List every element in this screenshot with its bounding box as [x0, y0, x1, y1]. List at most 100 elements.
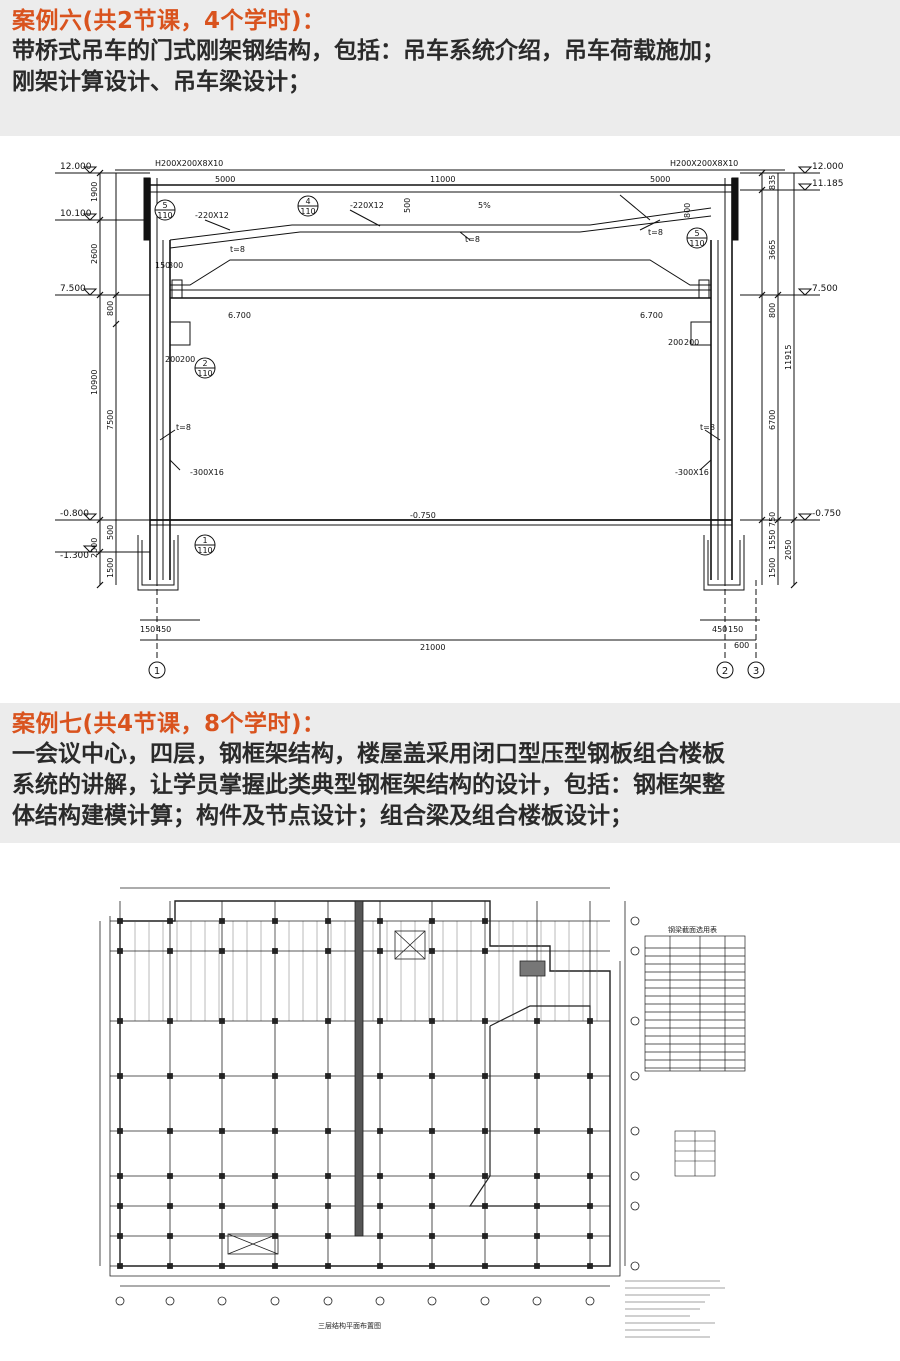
axis-bubble	[630, 1201, 640, 1211]
dim-right-5: 6700	[768, 410, 777, 430]
thickness-label-2: t=8	[465, 235, 480, 244]
elev-left-4: -0.800	[60, 509, 89, 519]
thickness-label-5: t=8	[700, 423, 715, 432]
axis-bubble-2: 2	[716, 661, 734, 679]
steel-column	[429, 1073, 435, 1079]
svg-text:2: 2	[202, 359, 207, 368]
total-span-label: 21000	[420, 643, 445, 652]
case7-desc-line3: 体结构建模计算；构件及节点设计；组合梁及组合楼板设计；	[12, 803, 633, 829]
floor-elev-label: -0.750	[410, 511, 436, 520]
axis-bubble	[270, 1296, 280, 1306]
steel-column	[117, 1128, 123, 1134]
steel-column	[429, 948, 435, 954]
crane-elev-right: 6.700	[640, 311, 663, 320]
plate-label-2: -220X12	[350, 201, 384, 210]
steel-column	[272, 1073, 278, 1079]
steel-column	[377, 1233, 383, 1239]
steel-column	[377, 948, 383, 954]
steel-column	[587, 1233, 593, 1239]
svg-text:3: 3	[753, 666, 759, 677]
steel-column	[482, 1233, 488, 1239]
case6-title: 案例六(共2节课，4个学时)：	[12, 8, 326, 34]
small-dim-6: 200	[684, 338, 699, 347]
steel-column	[272, 918, 278, 924]
slope-label: 5%	[478, 201, 491, 210]
steel-column	[325, 1173, 331, 1179]
steel-column	[429, 1173, 435, 1179]
small-dim-7: 500	[403, 198, 412, 213]
axis-bubble	[217, 1296, 227, 1306]
svg-text:4: 4	[305, 197, 310, 206]
axis-bubble	[630, 1016, 640, 1026]
steel-column	[482, 1128, 488, 1134]
axis-bubble	[585, 1296, 595, 1306]
steel-column	[482, 918, 488, 924]
elev-right-3: 7.500	[812, 284, 838, 294]
svg-text:110: 110	[157, 211, 172, 220]
steel-column	[167, 948, 173, 954]
steel-column	[117, 1263, 123, 1269]
steel-column	[167, 1073, 173, 1079]
steel-column	[117, 1203, 123, 1209]
case7-desc-line1: 一会议中心，四层，钢框架结构，楼屋盖采用闭口型压型钢板组合楼板	[12, 741, 725, 767]
svg-text:110: 110	[197, 369, 212, 378]
axis-bubble	[630, 1261, 640, 1271]
dim-top-3: 5000	[650, 175, 670, 184]
plan-title: 三层结构平面布置图	[318, 1321, 381, 1330]
svg-text:1: 1	[202, 536, 207, 545]
steel-column	[167, 1203, 173, 1209]
small-dim-2: 300	[168, 261, 183, 270]
dim-right-9: 1500	[768, 558, 777, 578]
axis-bubble	[375, 1296, 385, 1306]
steel-column	[534, 1073, 540, 1079]
svg-text:110: 110	[197, 546, 212, 555]
steel-column	[377, 1203, 383, 1209]
axis-bubble	[115, 1296, 125, 1306]
small-dim-5: 200	[668, 338, 683, 347]
steel-column	[117, 948, 123, 954]
axis-bubble	[165, 1296, 175, 1306]
steel-column	[219, 1173, 225, 1179]
steel-column	[272, 1173, 278, 1179]
small-dim-1: 150	[155, 261, 170, 270]
plate-label-3: -300X16	[190, 468, 224, 477]
axis-bubble	[630, 1126, 640, 1136]
steel-column	[219, 1018, 225, 1024]
axis-bubble	[630, 946, 640, 956]
thickness-label-1: t=8	[230, 245, 245, 254]
left-section-label: H200X200X8X10	[155, 159, 223, 168]
steel-column	[167, 918, 173, 924]
steel-column	[167, 1173, 173, 1179]
elev-right-2: 11.185	[812, 179, 844, 189]
steel-column	[429, 1203, 435, 1209]
steel-column	[534, 1173, 540, 1179]
plate-label-4: -300X16	[675, 468, 709, 477]
portal-frame-drawing: 12.000 10.100 7.500 -0.800 -1.300 12.000…	[0, 140, 900, 695]
steel-column	[117, 918, 123, 924]
case7-panel: 案例七(共4节课，8个学时)： 一会议中心，四层，钢框架结构，楼屋盖采用闭口型压…	[0, 703, 900, 843]
case6-desc-line2: 刚架计算设计、吊车梁设计；	[12, 69, 311, 95]
steel-column	[325, 918, 331, 924]
small-dim-9: 150	[140, 625, 155, 634]
dim-right-7: 1550	[768, 530, 777, 550]
right-section-label: H200X200X8X10	[670, 159, 738, 168]
steel-column	[325, 948, 331, 954]
steel-column	[325, 1018, 331, 1024]
elev-left-3: 7.500	[60, 284, 86, 294]
crane-elev-left: 6.700	[228, 311, 251, 320]
small-dim-13: 600	[734, 641, 749, 650]
case7-title: 案例七(共4节课，8个学时)：	[12, 711, 326, 737]
axis-bubble	[630, 1071, 640, 1081]
thickness-label-3: t=8	[648, 228, 663, 237]
steel-column	[272, 1263, 278, 1269]
steel-column	[117, 1173, 123, 1179]
steel-column	[219, 1128, 225, 1134]
steel-column	[429, 1233, 435, 1239]
dim-right-1: 835	[768, 175, 777, 190]
small-dim-4: 200	[180, 355, 195, 364]
elev-left-2: 10.100	[60, 209, 92, 219]
dim-right-8: 2050	[784, 540, 793, 560]
case6-desc-line1: 带桥式吊车的门式刚架钢结构，包括：吊车系统介绍，吊车荷载施加；	[12, 38, 725, 64]
